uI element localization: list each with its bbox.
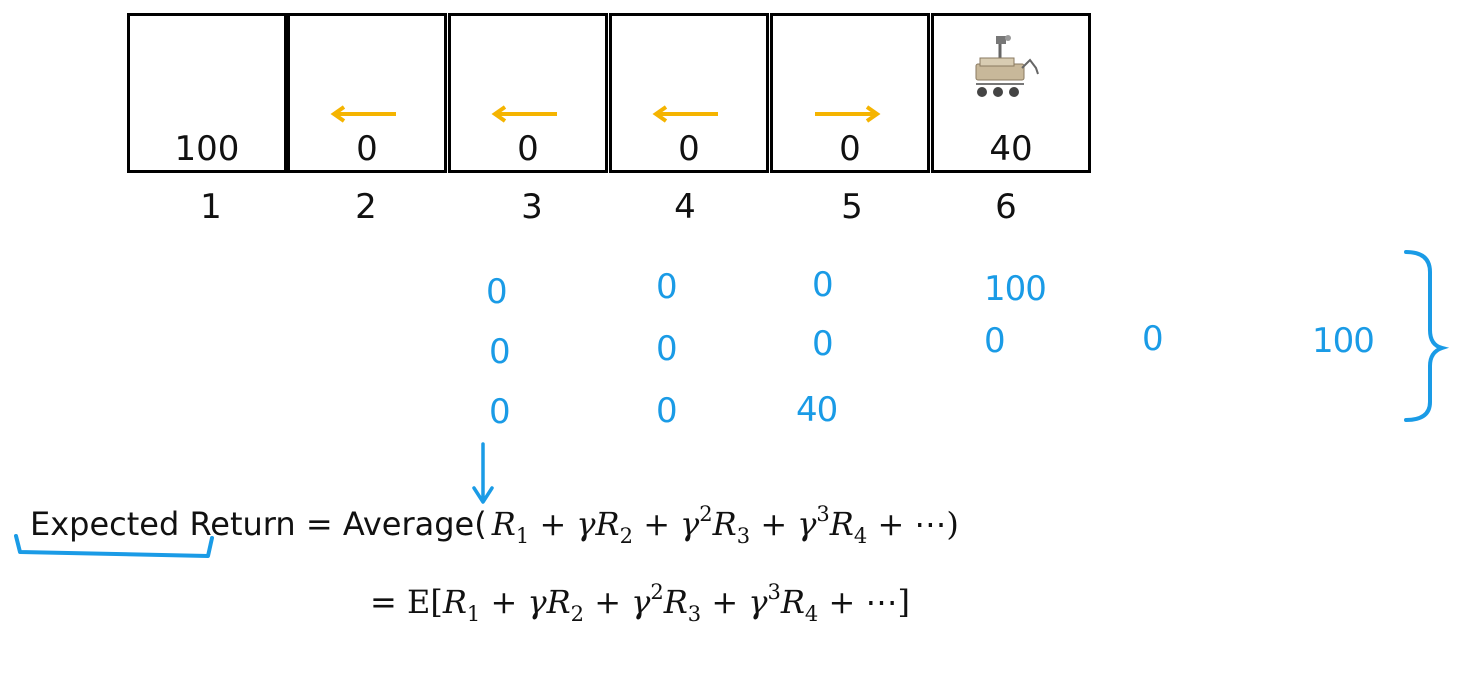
arrow-left-icon [491,105,557,123]
reward-value: 0 [356,129,378,169]
expected-return-equation: Expected Return = Average( R1 + γR2 + γ2… [30,502,959,548]
equals-sign: = [370,583,407,621]
state-number: 5 [841,187,863,227]
arrow-down-icon [472,442,494,504]
state-grid: 100 0 0 0 0 [127,13,1091,175]
arrow-right-icon [815,105,881,123]
sequence-value: 0 [489,332,511,372]
return-average-label: Return = Average( [179,505,487,543]
state-cell-2: 0 [287,13,447,173]
expected-label: Expected [30,505,180,543]
sequence-value: 0 [486,272,508,312]
curly-brace-icon [1404,250,1450,422]
sequence-value: 0 [489,392,511,432]
sequence-value: 0 [656,391,678,431]
state-cell-3: 0 [448,13,608,173]
sequence-value: 0 [812,265,834,305]
state-cell-6: 40 [931,13,1091,173]
sequence-value: 40 [796,390,838,430]
arrow-left-icon [652,105,718,123]
state-number: 6 [995,187,1017,227]
reward-value: 0 [517,129,539,169]
state-cell-1: 100 [127,13,287,173]
expectation-sum: E[R1 + γR2 + γ2R3 + γ3R4 + ⋯] [406,580,910,626]
sequence-value: 0 [812,324,834,364]
sequence-value: 0 [984,321,1006,361]
reward-value: 40 [989,129,1033,169]
state-number: 2 [355,187,377,227]
sequence-total: 100 [1312,321,1375,361]
reward-value: 0 [678,129,700,169]
state-cell-4: 0 [609,13,769,173]
state-cell-5: 0 [770,13,930,173]
reward-value: 0 [839,129,861,169]
expectation-equation: = E[R1 + γR2 + γ2R3 + γ3R4 + ⋯] [370,580,910,626]
state-number: 1 [200,187,222,227]
reward-value: 100 [174,129,240,169]
sequence-value: 0 [656,329,678,369]
mars-rover-icon [975,35,1039,97]
arrow-left-icon [330,105,396,123]
return-sum: R1 + γR2 + γ2R3 + γ3R4 + ⋯) [491,502,959,548]
state-number: 4 [674,187,696,227]
state-number: 3 [521,187,543,227]
sequence-value: 0 [1142,319,1164,359]
sequence-value: 0 [656,267,678,307]
sequence-value: 100 [984,269,1047,309]
